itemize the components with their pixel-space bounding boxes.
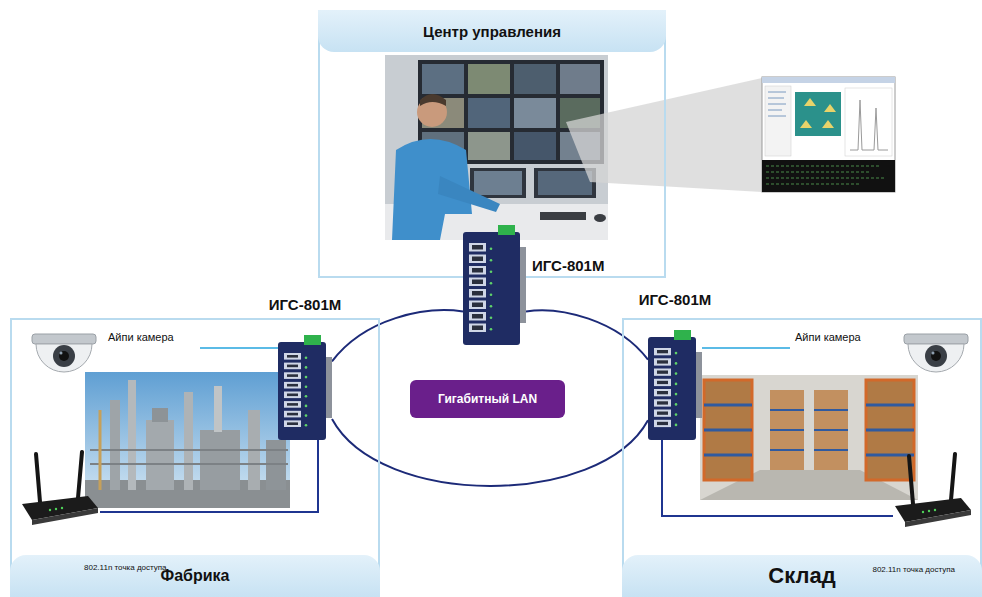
device-label: Айпи камера — [795, 331, 861, 343]
network-link — [200, 347, 278, 349]
network-switch: ИГС-801M — [648, 330, 702, 440]
zoom-wedge — [566, 78, 762, 192]
network-label-box: Гигабитный LAN — [410, 380, 565, 418]
switch-model: ИГС-801M — [639, 291, 711, 308]
switch-icon — [463, 225, 526, 349]
software-screenshot — [762, 77, 895, 192]
device-label: 802.11n точка доступа — [872, 565, 955, 574]
network-switch: ИГС-801M — [278, 335, 332, 440]
device-label: 802.11n точка доступа — [84, 563, 167, 572]
factory-photo — [85, 372, 290, 508]
network-link — [702, 347, 790, 349]
device-label: Айпи камера — [108, 331, 174, 343]
camera-icon — [28, 328, 100, 392]
panel-title: Фабрика — [161, 567, 230, 585]
switch-model: ИГС-801M — [269, 296, 341, 313]
ip-camera: Айпи камера — [790, 326, 972, 396]
camera-icon — [900, 328, 972, 392]
access-point-icon — [893, 452, 973, 536]
site-panel: Фабрика ИГС-801M Айпи камера 802.11n точка … — [10, 318, 380, 597]
network-link — [662, 440, 893, 516]
warehouse-photo — [700, 375, 918, 500]
access-point-icon — [20, 450, 100, 534]
panel-header: Склад — [622, 555, 982, 597]
switch-icon — [648, 330, 702, 444]
panel-header: Центр управления — [318, 10, 666, 52]
network-link — [100, 440, 318, 512]
panel-header: Фабрика — [10, 555, 380, 597]
switch-icon — [278, 335, 332, 444]
ip-camera: Айпи камера — [28, 326, 200, 396]
switch-model: ИГС-801M — [532, 257, 604, 274]
network-switch: ИГС-801M — [463, 225, 526, 345]
panel-title: Центр управления — [423, 23, 561, 40]
access-point: 802.11n точка доступа — [20, 450, 100, 530]
control-room-photo — [385, 55, 608, 240]
network-name: Гигабитный LAN — [438, 392, 537, 406]
site-panel: Склад ИГС-801M Айпи камера 802.11n точка до… — [622, 318, 982, 597]
panel-title: Склад — [768, 563, 835, 589]
access-point: 802.11n точка доступа — [893, 452, 973, 532]
